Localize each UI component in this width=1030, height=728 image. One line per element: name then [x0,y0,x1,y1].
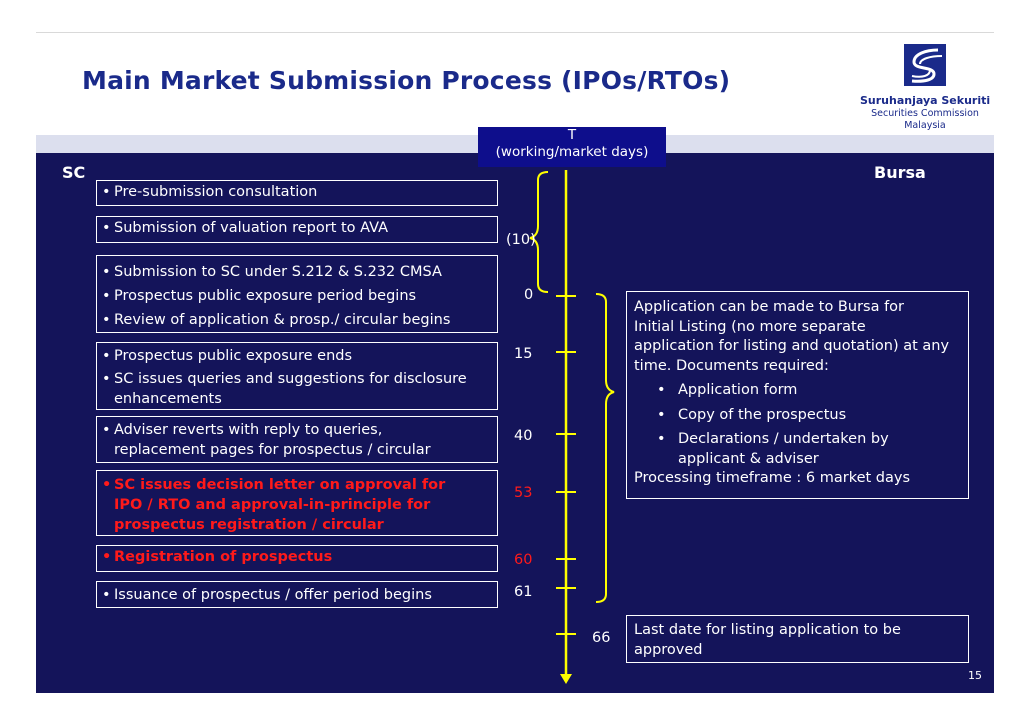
sc-step-box: •Issuance of prospectus / offer period b… [96,581,498,608]
day-mark: 40 [514,428,533,444]
list-item: •Application form [657,382,798,398]
day-mark: 53 [514,485,533,501]
list-item: •Prospectus public exposure ends [102,348,353,364]
list-item: •SC issues queries and suggestions for d… [102,371,467,387]
bursa-text-line: Initial Listing (no more separate [634,318,866,335]
bursa-text-line: approved [634,641,703,658]
day-mark: 60 [514,552,533,568]
bursa-text-line: Application can be made to Bursa for [634,299,905,315]
list-item: •Pre-submission consultation [102,184,318,200]
list-item: •Declarations / undertaken by [657,431,889,447]
timeline-header-t: T [567,127,577,143]
process-panel [36,153,994,693]
list-item: replacement pages for prospectus / circu… [114,442,431,458]
list-item: applicant & adviser [678,450,819,467]
bursa-text-line: time. Documents required: [634,357,829,374]
page-number: 15 [968,669,982,682]
day-mark: 0 [524,287,534,303]
list-item: •Issuance of prospectus / offer period b… [102,587,432,603]
logo-line-1: Suruhanjaya Sekuriti [860,94,991,107]
list-item: •Review of application & prosp./ circula… [102,312,451,328]
list-item: enhancements [114,391,222,407]
list-item: •Prospectus public exposure period begin… [102,288,417,304]
timeline-header-unit: (working/market days) [495,144,649,160]
timeline-arrowhead [560,674,572,684]
list-item: prospectus registration / circular [114,517,384,533]
sc-step-box-highlight: •SC issues decision letter on approval f… [96,470,498,536]
bursa-application-box: Application can be made to Bursa for Ini… [626,291,969,499]
day-mark: 15 [514,346,533,362]
sc-step-box-highlight: •Registration of prospectus [96,545,498,572]
list-item: •SC issues decision letter on approval f… [102,477,446,493]
left-brace [529,171,549,293]
day-mark: (10) [506,232,536,248]
sc-step-box: •Prospectus public exposure ends •SC iss… [96,342,498,410]
sc-step-box: •Adviser reverts with reply to queries, … [96,416,498,463]
list-item: •Submission to SC under S.212 & S.232 CM… [102,264,442,280]
bursa-text-line: application for listing and quotation) a… [634,338,950,354]
logo-line-2: Securities Commission [871,108,979,119]
list-item: IPO / RTO and approval-in-principle for [114,497,431,513]
logo: Suruhanjaya Sekuriti Securities Commissi… [860,44,990,134]
day-mark: 66 [592,630,611,646]
sc-logo-icon [904,44,946,86]
bursa-deadline-box: Last date for listing application to be … [626,615,969,663]
bursa-processing-timeframe: Processing timeframe : 6 market days [634,470,911,486]
sc-step-box: •Submission to SC under S.212 & S.232 CM… [96,255,498,333]
page-title: Main Market Submission Process (IPOs/RTO… [82,66,731,95]
sc-header: SC [62,163,86,182]
list-item: •Submission of valuation report to AVA [102,220,389,236]
bursa-text-line: Last date for listing application to be [634,622,901,638]
list-item: •Adviser reverts with reply to queries, [102,422,383,438]
right-brace [595,293,615,603]
day-mark: 61 [514,584,533,600]
sc-step-box: •Pre-submission consultation [96,180,498,206]
timeline-header: T (working/market days) [478,127,666,167]
top-divider [36,32,994,33]
sc-step-box: •Submission of valuation report to AVA [96,216,498,243]
bursa-header: Bursa [874,163,926,182]
list-item: •Copy of the prospectus [657,406,847,423]
timeline-ticks [556,295,576,635]
list-item: •Registration of prospectus [102,549,333,565]
logo-line-3: Malaysia [904,120,946,131]
